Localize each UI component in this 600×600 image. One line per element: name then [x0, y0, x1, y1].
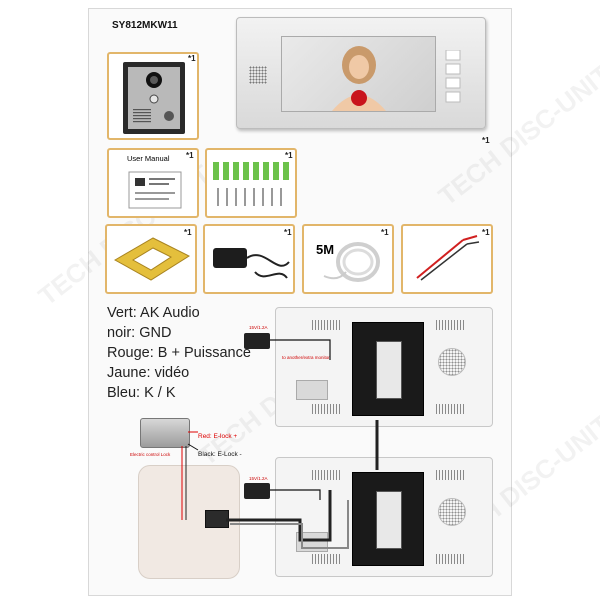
- monitor-back-panel: [352, 472, 424, 566]
- vent-grille: [312, 470, 340, 480]
- monitor-back-panel: [352, 322, 424, 416]
- door-station-back: [138, 465, 240, 579]
- item-power-adapter: [203, 224, 295, 294]
- wire-black-label: noir: GND: [107, 325, 172, 341]
- manual-image: [128, 171, 182, 209]
- qty-bracket: *1: [184, 228, 192, 237]
- vent-grille: [436, 554, 464, 564]
- vent-grille: [436, 320, 464, 330]
- door-station-board: [205, 510, 229, 528]
- item-wire: [401, 224, 493, 294]
- power-adapter-image: [213, 248, 290, 279]
- vent-grille: [312, 404, 340, 414]
- qty-screws: *1: [285, 151, 293, 160]
- wire-yellow-label: Jaune: vidéo: [107, 365, 190, 381]
- door-camera-image: [123, 62, 185, 134]
- psu-label-1: 15V/1.2A: [249, 325, 268, 330]
- qty-camera: *1: [188, 54, 196, 63]
- wire-green-label: Vert: AK Audio: [107, 305, 200, 321]
- wiring-legend: Vert: AK Audio noir: GND Rouge: B + Puis…: [107, 303, 251, 403]
- wire-blue-label: Bleu: K / K: [107, 385, 176, 401]
- diagram-monitor-2: [275, 457, 493, 577]
- power-supply-1: [244, 333, 270, 349]
- qty-cable: *1: [381, 228, 389, 237]
- item-user-manual: User Manual: [107, 148, 199, 218]
- speaker-icon: [438, 348, 466, 376]
- lock-black-label: Black: E-Lock -: [198, 451, 242, 458]
- speaker-grille: [249, 66, 267, 84]
- cable-length-label: 5M: [316, 242, 335, 257]
- qty-monitor: *1: [482, 136, 490, 145]
- next-monitor-label: to another/extra monitor: [282, 355, 330, 360]
- cable-image: [323, 242, 380, 282]
- qty-wire: *1: [482, 228, 490, 237]
- vent-grille: [436, 404, 464, 414]
- power-supply-2: [244, 483, 270, 499]
- diagram-monitor-1: [275, 307, 493, 427]
- label-sticker: [296, 380, 328, 400]
- qty-adapter: *1: [284, 228, 292, 237]
- wire-red-label: Rouge: B + Puissance: [107, 345, 251, 361]
- item-screws: [205, 148, 297, 218]
- manual-title: User Manual: [127, 154, 170, 163]
- electric-lock: [140, 418, 190, 448]
- lock-red-label: Red: E-lock +: [198, 433, 238, 440]
- item-cable: 5M: [302, 224, 394, 294]
- wire-image: [416, 235, 480, 281]
- label-sticker: [296, 532, 328, 552]
- vent-grille: [312, 554, 340, 564]
- vent-grille: [312, 320, 340, 330]
- lock-title: Electric control Lock: [130, 452, 171, 457]
- vent-grille: [436, 470, 464, 480]
- qty-manual: *1: [186, 151, 194, 160]
- psu-label-2: 15V/1.2A: [249, 476, 268, 481]
- visitor-image: [332, 46, 386, 111]
- item-camera: [107, 52, 199, 140]
- screws-image: [213, 162, 289, 206]
- monitor-buttons: [445, 49, 461, 110]
- model-number: SY812MKW11: [112, 20, 178, 31]
- monitor-screen: [281, 36, 436, 112]
- bracket-image: [113, 237, 191, 281]
- speaker-icon: [438, 498, 466, 526]
- item-monitor: [236, 17, 486, 129]
- item-bracket: [105, 224, 197, 294]
